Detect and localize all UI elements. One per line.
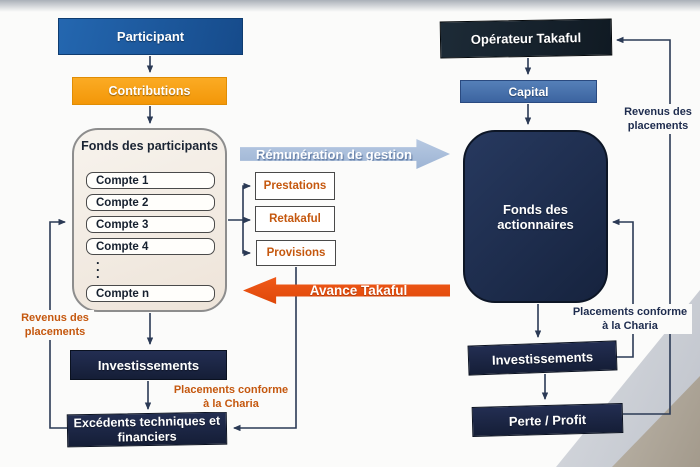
sharia-compliant-right-note: Placements conforme à la Charia — [568, 304, 692, 334]
loss-profit-label: Perte / Profit — [508, 411, 587, 429]
takaful-operator-label: Opérateur Takaful — [470, 30, 582, 47]
revenues-right-line1: Revenus des — [624, 106, 692, 118]
sharia-left-line2: à la Charia — [203, 398, 259, 410]
investments-box-right: Investissements — [467, 340, 618, 376]
contributions-label: Contributions — [108, 84, 191, 98]
participants-fund-title: Fonds des participants — [81, 139, 218, 153]
capital-box: Capital — [460, 80, 597, 103]
retakaful-label: Retakaful — [269, 213, 321, 225]
investments-box-left: Investissements — [70, 350, 227, 380]
prestations-box: Prestations — [255, 172, 335, 200]
takaful-operator-box: Opérateur Takaful — [439, 18, 613, 59]
compte-4-box: Compte 4 — [86, 238, 215, 255]
compte-n-box: Compte n — [86, 285, 215, 302]
shareholders-fund-box: Fonds des actionnaires — [463, 130, 608, 303]
remuneration-gestion-label: Rémunération de gestion — [255, 146, 413, 162]
photo-top-shadow — [0, 0, 700, 14]
ellipsis-dots: . . . — [96, 252, 100, 281]
shareholders-fund-label: Fonds des actionnaires — [497, 201, 574, 232]
investments-right-label: Investissements — [491, 348, 594, 368]
surplus-label-line1: Excédents techniques et — [73, 413, 221, 430]
compte-2-box: Compte 2 — [86, 194, 215, 211]
provisions-label: Provisions — [266, 247, 326, 259]
avance-takaful-label: Avance Takaful — [309, 283, 408, 298]
revenues-left-line1: Revenus des — [21, 312, 89, 324]
compte-3-box: Compte 3 — [86, 216, 215, 233]
revenues-right-line2: placements — [627, 120, 689, 132]
participants-fund-container: Fonds des participants Compte 1 Compte 2… — [72, 128, 227, 312]
participant-box: Participant — [58, 18, 243, 55]
loss-profit-box: Perte / Profit — [471, 403, 624, 437]
retakaful-box: Retakaful — [255, 206, 335, 232]
revenues-placements-left-note: Revenus des placements — [16, 310, 94, 340]
technical-surplus-box: Excédents techniques et financiers — [66, 411, 228, 448]
compte-1-box: Compte 1 — [86, 172, 215, 189]
sharia-compliant-left-note: Placements conforme à la Charia — [170, 382, 292, 412]
sharia-right-line2: à la Charia — [602, 320, 658, 332]
surplus-label-line2: financiers — [117, 428, 177, 445]
sharia-right-line1: Placements conforme — [572, 306, 688, 318]
provisions-box: Provisions — [256, 240, 336, 266]
sharia-left-line1: Placements conforme — [173, 384, 289, 396]
participant-label: Participant — [116, 29, 185, 44]
revenues-left-line2: placements — [24, 326, 86, 338]
investments-left-label: Investissements — [97, 357, 200, 373]
revenues-placements-right-note: Revenus des placements — [618, 104, 698, 134]
prestations-label: Prestations — [263, 180, 327, 192]
capital-label: Capital — [508, 84, 549, 99]
contributions-box: Contributions — [72, 77, 227, 105]
